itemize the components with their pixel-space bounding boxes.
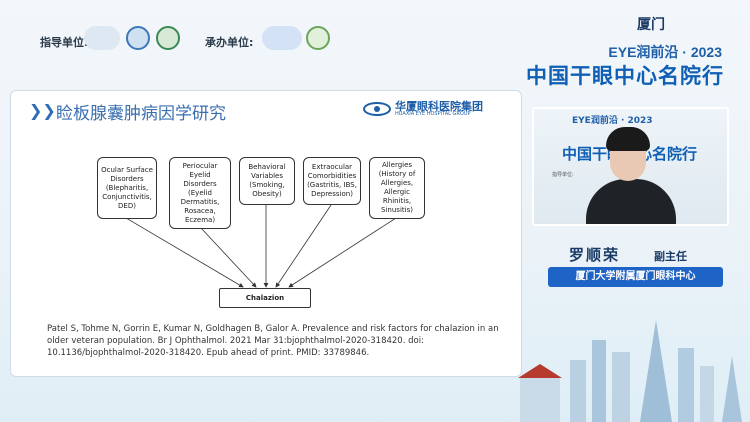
factor-box-behavioral: Behavioral Variables (Smoking, Obesity) (239, 157, 295, 205)
presentation-slide: ❯❯ 睑板腺囊肿病因学研究 华厦眼科医院集团 HUAXIA EYE HOSPIT… (10, 90, 522, 377)
speaker-hair (606, 127, 650, 151)
factor-box-allergies: Allergies (History of Allergies, Allergi… (369, 157, 425, 219)
brand-mark-logo: 厦门 (637, 17, 665, 33)
slide-title: 睑板腺囊肿病因学研究 (56, 104, 226, 124)
speaker-name: 罗顺荣 (569, 246, 621, 264)
partner-logo-3 (156, 26, 180, 50)
speaker-video: EYE润前沿 · 2023 中国干眼中心名院行 指导单位: (532, 107, 729, 226)
event-title: 中国干眼中心名院行 (526, 64, 724, 88)
video-event-subtitle: EYE润前沿 · 2023 (572, 116, 653, 126)
host-units-label: 承办单位: (205, 36, 254, 49)
host-logo-1 (262, 26, 302, 50)
factor-box-periocular: Periocular Eyelid Disorders (Eyelid Derm… (169, 157, 231, 229)
eye-logo-icon (363, 102, 391, 116)
chevron-right-icon: ❯❯ (29, 101, 56, 120)
hospital-name: 华厦眼科医院集团 (395, 100, 483, 113)
event-subtitle: EYE润前沿 · 2023 (608, 44, 722, 60)
hospital-logo: 华厦眼科医院集团 HUAXIA EYE HOSPITAL GROUP (363, 98, 503, 120)
hospital-name-en: HUAXIA EYE HOSPITAL GROUP (395, 111, 471, 117)
guide-units-label: 指导单位: (40, 36, 89, 49)
host-logo-2 (306, 26, 330, 50)
factor-box-extraocular: Extraocular Comorbidities (Gastritis, IB… (303, 157, 361, 205)
video-guide-label: 指导单位: (552, 172, 574, 178)
city-skyline-decoration (518, 320, 742, 422)
factor-box-ocular-surface: Ocular Surface Disorders (Blepharitis, C… (97, 157, 157, 219)
citation-text: Patel S, Tohme N, Gorrin E, Kumar N, Gol… (47, 324, 499, 358)
partner-logo-2 (126, 26, 150, 50)
diagram-arrows (125, 204, 397, 288)
chalazion-box: Chalazion (219, 288, 311, 308)
speaker-affiliation: 厦门大学附属厦门眼科中心 (548, 267, 723, 287)
speaker-body (586, 179, 676, 224)
top-banner: 指导单位: 承办单位: 厦门 EYE润前沿 · 2023 中国干眼中心名院行 (0, 0, 750, 88)
speaker-title: 副主任 (654, 250, 687, 263)
partner-logo-1 (84, 26, 120, 50)
